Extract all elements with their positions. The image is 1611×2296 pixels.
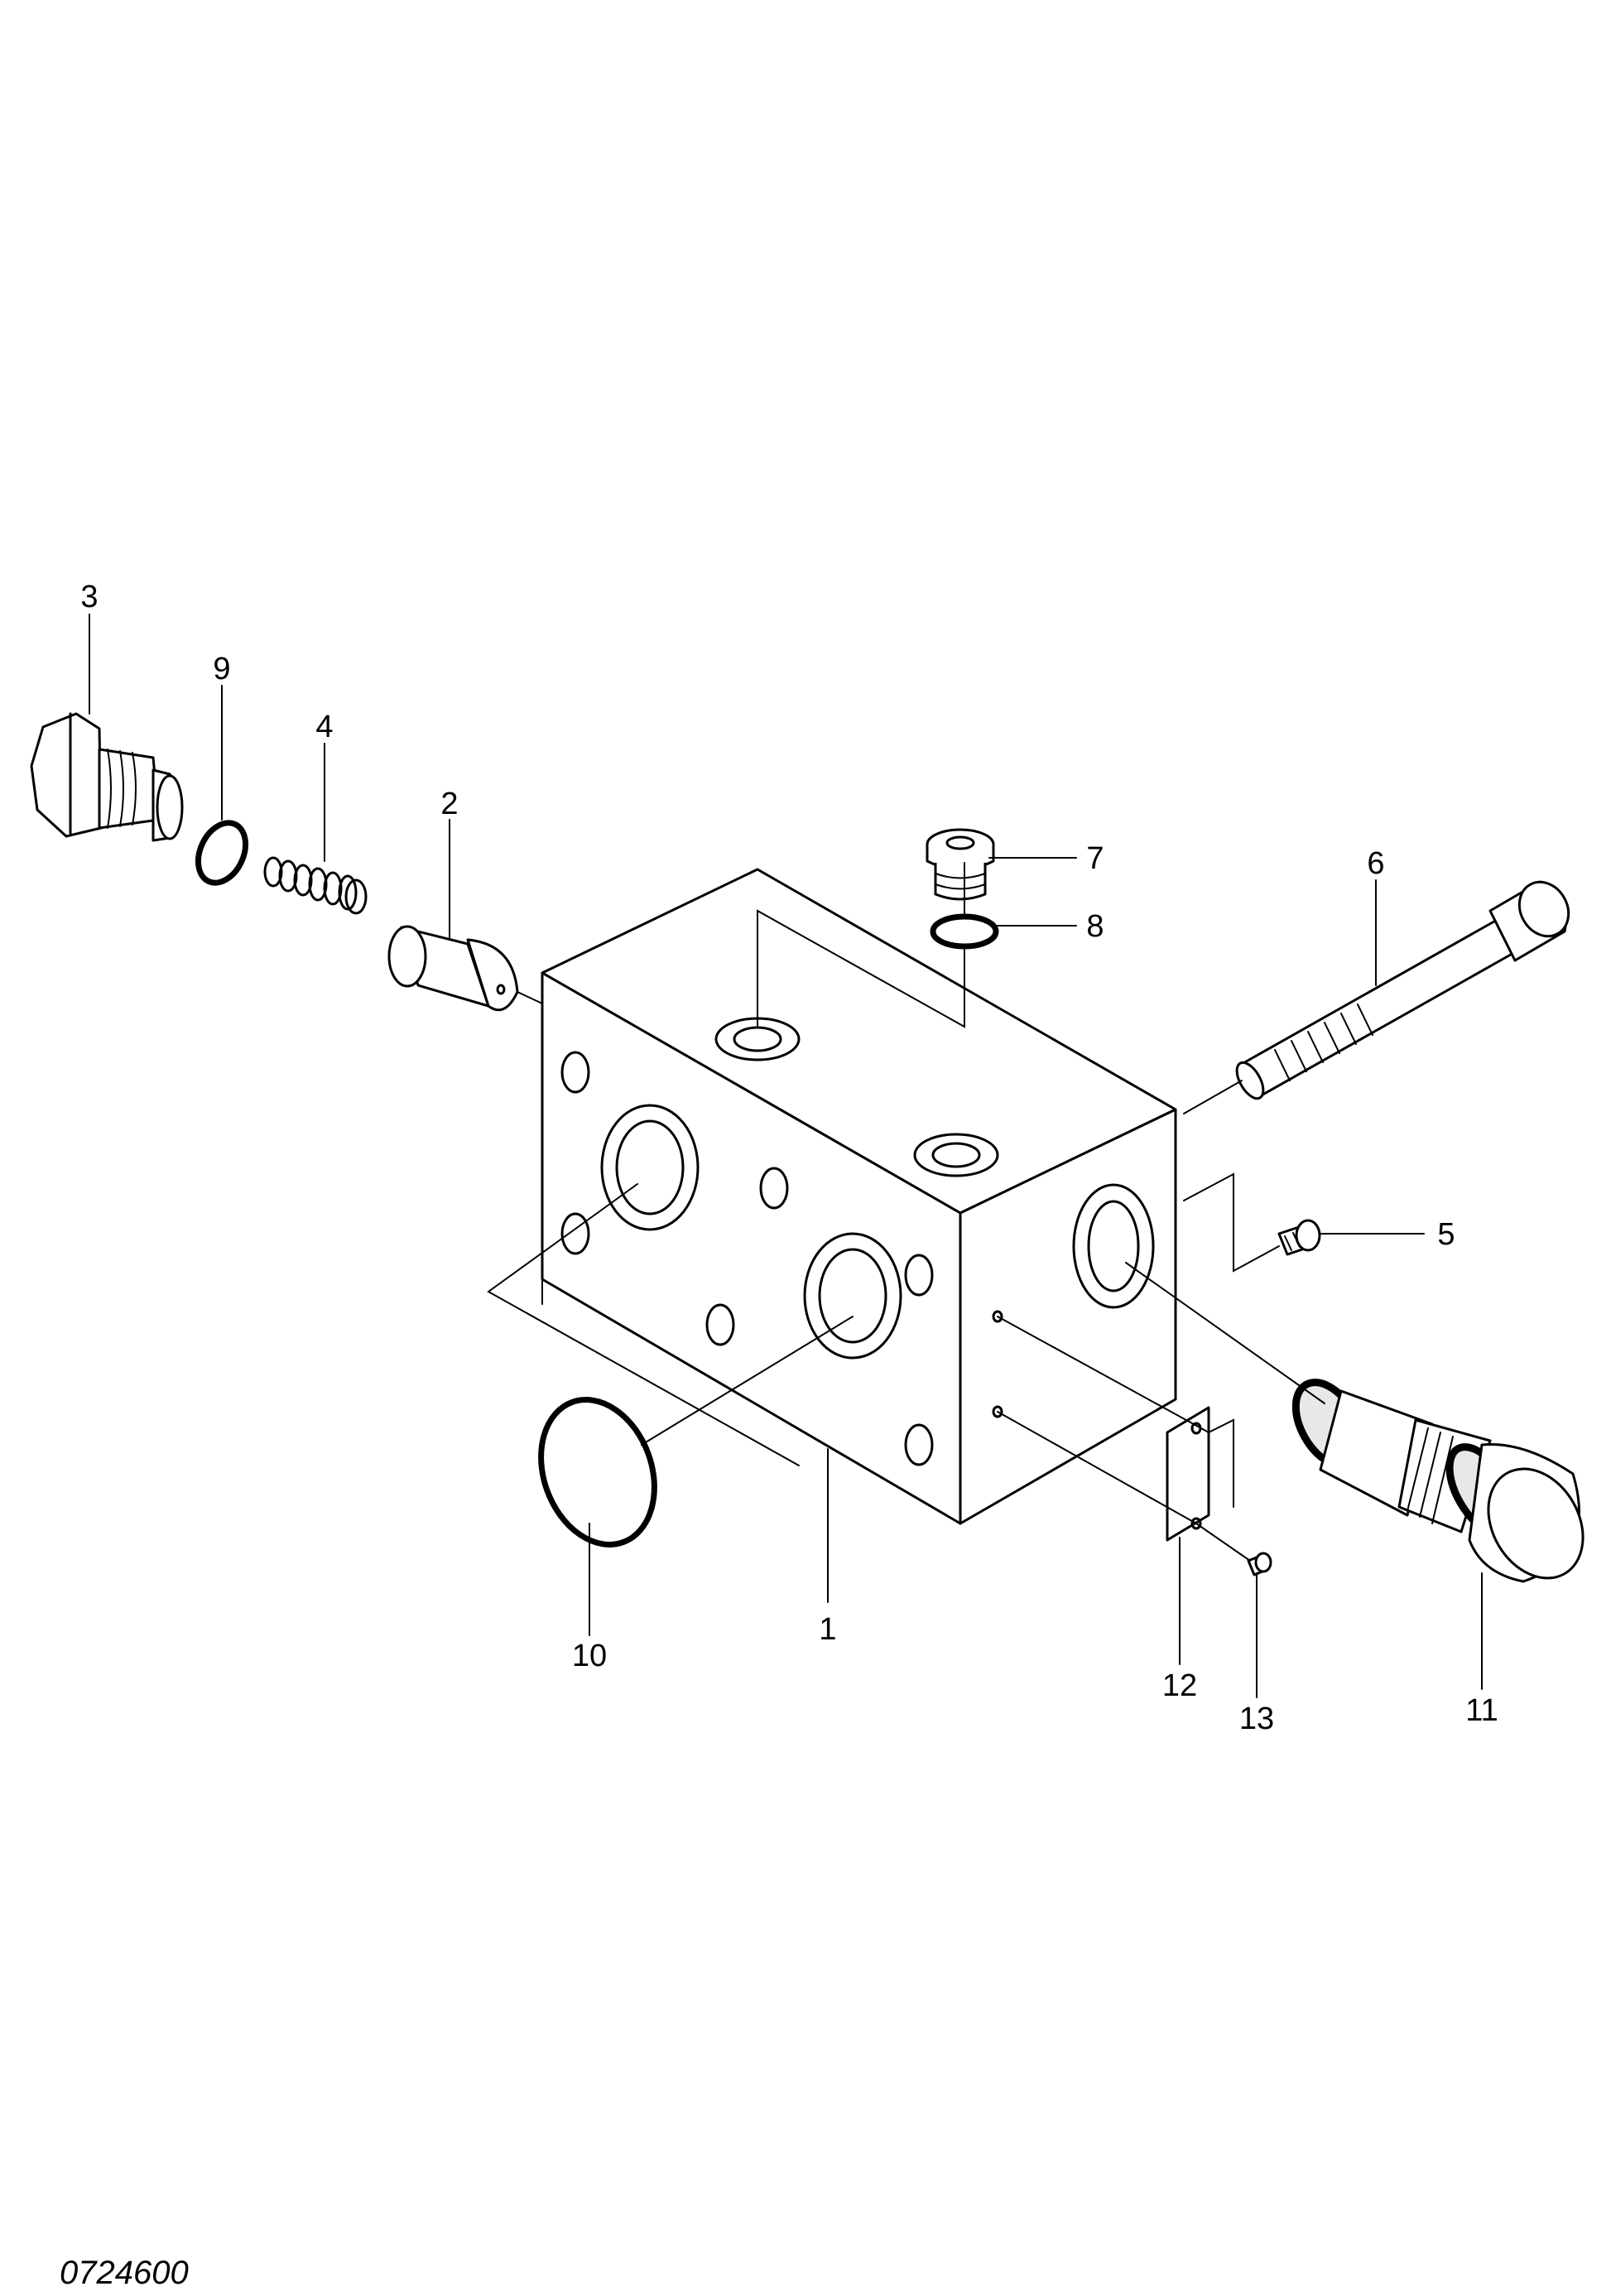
callout-7: 7 [1086, 841, 1104, 876]
callout-8: 8 [1086, 909, 1104, 944]
spring [263, 856, 368, 915]
plate-screw [1247, 1552, 1272, 1576]
drawing-code: 0724600 [60, 2255, 189, 2291]
callout-3: 3 [80, 580, 98, 614]
poppet [387, 925, 519, 1012]
plug-hex [30, 712, 184, 842]
callout-9: 9 [213, 652, 230, 686]
callout-11: 11 [1465, 1693, 1498, 1728]
callout-13: 13 [1239, 1702, 1274, 1736]
relief-valve-cartridge [1291, 1379, 1585, 1583]
o-ring-large [538, 1397, 657, 1548]
assembly-lines [487, 862, 1325, 1562]
callout-4: 4 [315, 710, 333, 744]
callout-2: 2 [440, 787, 458, 821]
callout-leaders [89, 614, 1483, 1698]
o-ring-small [195, 820, 249, 886]
callout-10: 10 [572, 1639, 607, 1673]
long-bolt [1235, 880, 1570, 1100]
gasket-plate [1166, 1406, 1210, 1542]
callout-1: 1 [819, 1612, 836, 1647]
valve-body-block [541, 868, 1177, 1525]
callout-5: 5 [1437, 1217, 1455, 1252]
o-ring-top [930, 913, 999, 950]
callout-6: 6 [1367, 846, 1384, 881]
callout-12: 12 [1162, 1668, 1197, 1703]
small-plug [926, 828, 995, 901]
small-screw [1277, 1219, 1321, 1256]
